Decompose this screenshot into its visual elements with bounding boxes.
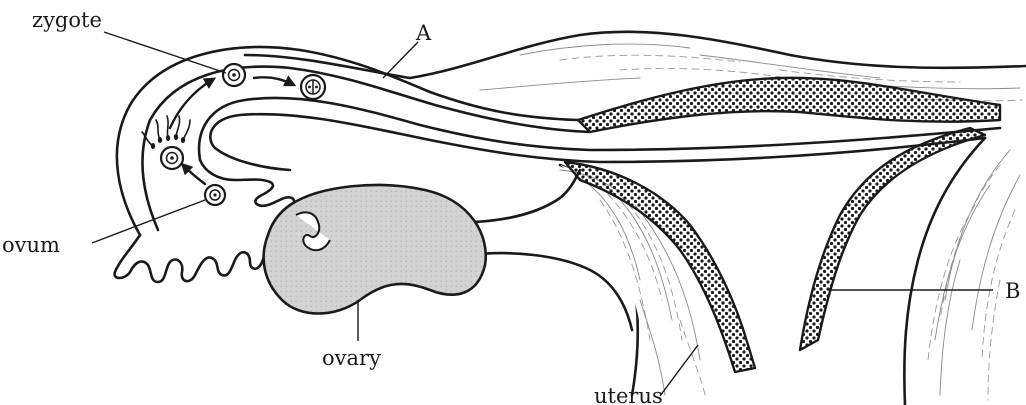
- ovum-cell: [205, 185, 225, 205]
- arrow-ovum-to-fertilization: [184, 166, 205, 184]
- uterus-label: uterus: [594, 384, 663, 405]
- fertilization-cell: [161, 147, 183, 169]
- zygote-cell: [223, 64, 245, 86]
- ovarian-ligament: [475, 170, 580, 222]
- arrow-zygote-to-cleavage: [254, 77, 292, 84]
- two-cell-stage: [301, 75, 325, 99]
- ovary: [264, 185, 486, 314]
- a-label: A: [415, 21, 432, 45]
- arrow-fertilization-to-zygote: [170, 80, 212, 128]
- zygote-label: zygote: [32, 8, 102, 32]
- a-leader: [383, 42, 418, 78]
- ovary-label: ovary: [322, 346, 381, 370]
- ovum-label: ovum: [2, 233, 60, 257]
- b-label: B: [1005, 279, 1020, 303]
